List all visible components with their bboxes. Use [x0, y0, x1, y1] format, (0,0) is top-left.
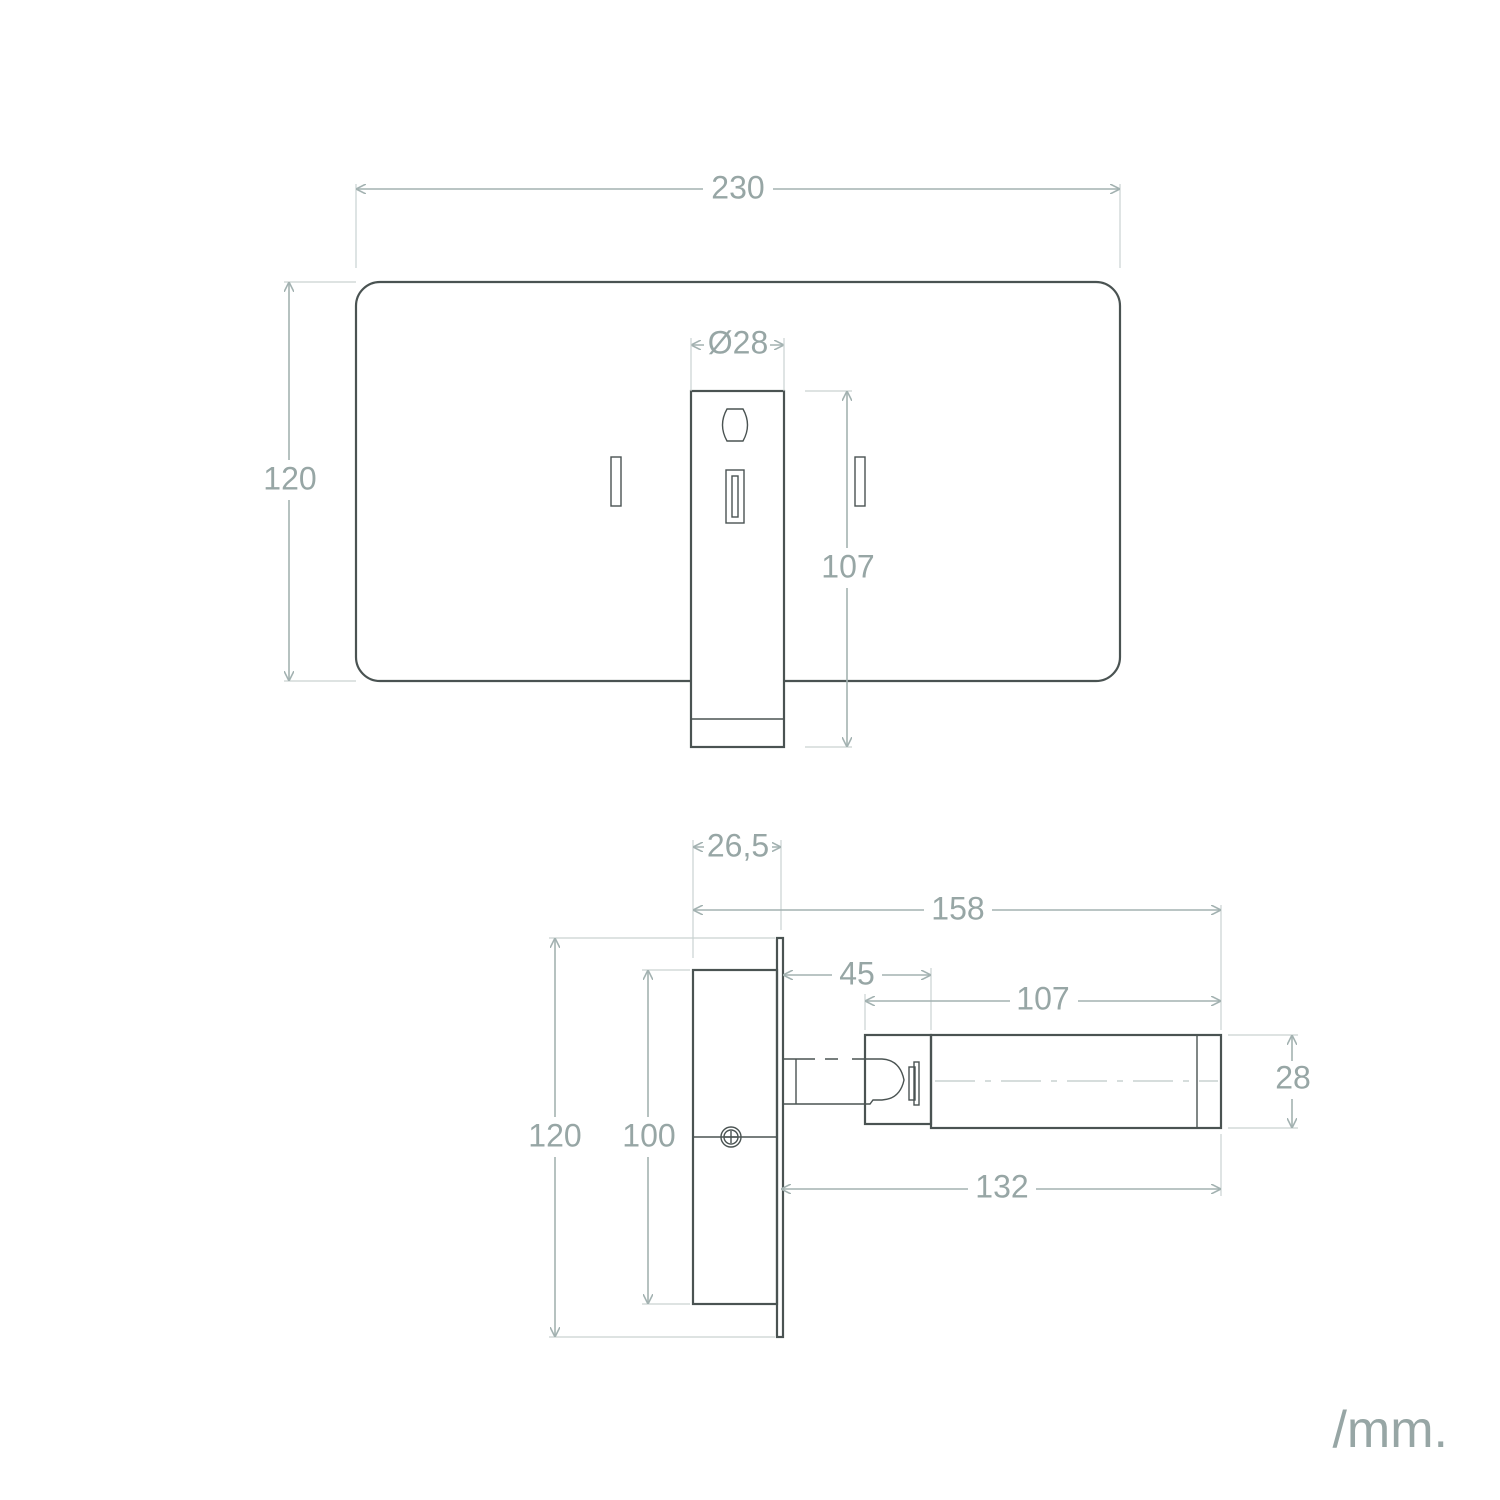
lamp-arm [689, 389, 786, 749]
front-dimensions: 230 120 Ø28 107 [258, 169, 1121, 748]
dim-diameter-label: Ø28 [708, 324, 768, 360]
slot-right [854, 456, 866, 507]
dim-box-height-label: 100 [622, 1117, 675, 1153]
front-view [354, 280, 1122, 749]
dim-height-label: 120 [263, 460, 316, 496]
dim-head-height-label: 28 [1275, 1059, 1311, 1095]
side-dimensions: 26,5 158 45 107 28 120 100 132 [522, 827, 1318, 1338]
unit-label: /mm. [1332, 1401, 1448, 1459]
swivel-joint [863, 1033, 933, 1126]
dim-plate-projection-label: 132 [975, 1168, 1028, 1204]
lamp-head [929, 1033, 1223, 1130]
dim-plate-height-label: 120 [528, 1117, 581, 1153]
dim-width-label: 230 [711, 169, 764, 205]
usb-slot [731, 475, 739, 518]
dim-head-length-label: 107 [1016, 980, 1069, 1016]
dim-depth-label: 26,5 [707, 827, 769, 863]
switch-icon [721, 408, 749, 442]
screw-icon [720, 1126, 742, 1148]
side-view [691, 936, 1223, 1339]
dim-projection-label: 158 [931, 890, 984, 926]
slot-left [610, 456, 622, 507]
arm-tube [783, 1058, 905, 1105]
dim-arm-label: 107 [821, 548, 874, 584]
usb-port-icon [725, 469, 745, 524]
dim-offset-label: 45 [839, 955, 875, 991]
wall-plate-side [775, 936, 785, 1339]
